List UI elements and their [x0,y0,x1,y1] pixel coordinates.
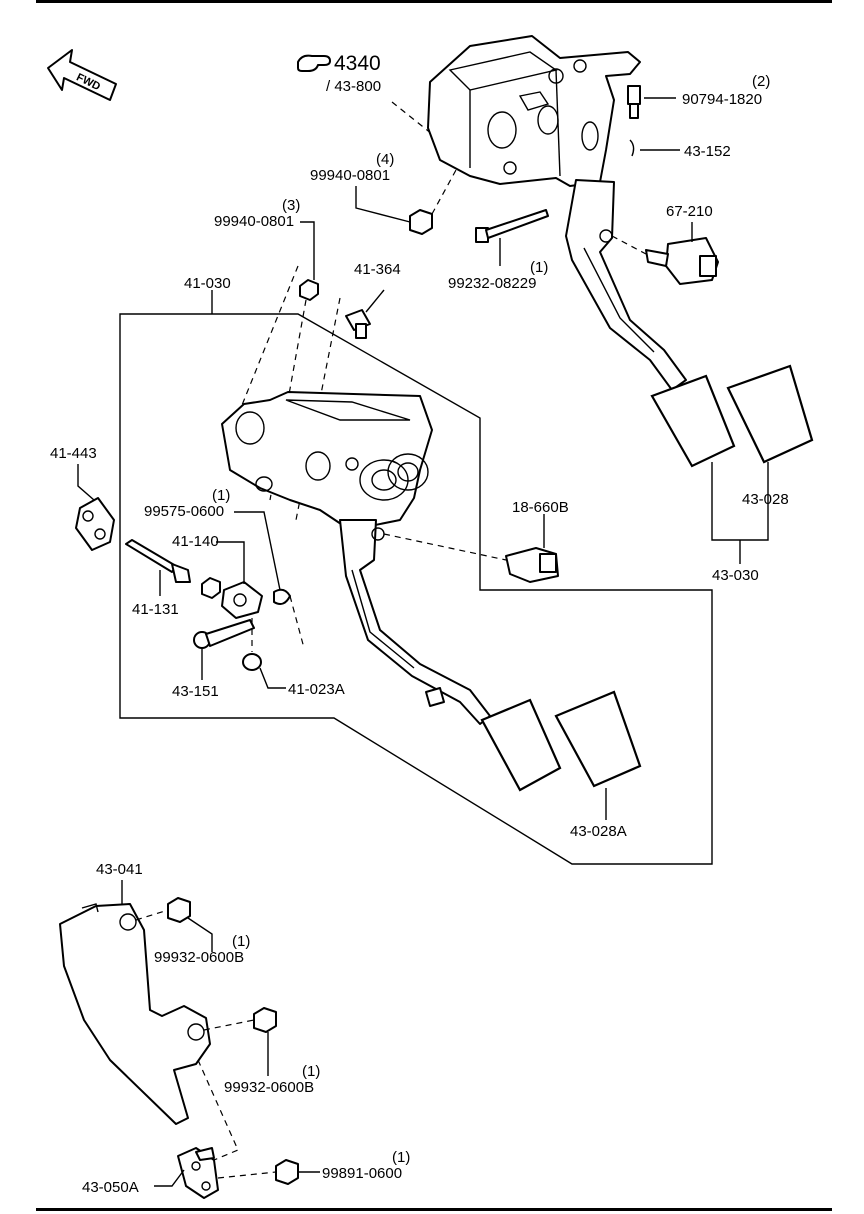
label-99940b: 99940-0801 [214,213,294,230]
label-41140: 41-140 [172,533,219,550]
nut-99940b-icon [299,279,319,301]
label-43152: 43-152 [684,143,731,160]
pointing-hand-icon [297,54,331,72]
label-43151: 43-151 [172,683,219,700]
label-90794: 90794-1820 [682,91,762,108]
label-99940a: 99940-0801 [310,167,390,184]
label-99932a: 99932-0600B [154,949,244,966]
leader-99940a [355,186,411,223]
bolt-41364-icon [345,309,371,339]
qty-99891: (1) [392,1149,410,1166]
bolt-90794-icon [627,85,641,119]
brake-pedal-bracket [427,35,641,187]
reference-leader [391,101,453,151]
label-43030: 43-030 [712,567,759,584]
leader-99575 [234,511,281,591]
pushrod-41131-icon [125,539,191,583]
leader-43050a [154,1169,185,1187]
clip-43152-icon [629,139,635,157]
clutch-pedal-arm [339,519,491,725]
pedal-cover-43041 [59,903,211,1125]
label-18660: 18-660B [512,499,569,516]
leader-41443 [77,464,95,501]
brake-pedal-pad [650,364,814,468]
brake-pedal-arm [565,179,687,391]
label-41131: 41-131 [132,601,179,618]
dash-18660 [383,533,507,561]
nut-99891-icon [275,1159,299,1185]
label-41023a: 41-023A [288,681,345,698]
clutch-switch-icon [505,547,559,583]
dash-99940a [431,169,457,215]
gasket-41443-icon [75,497,115,551]
qty-99940a: (4) [376,151,394,168]
label-99932b: 99932-0600B [224,1079,314,1096]
top-rule [36,0,832,3]
label-41030: 41-030 [184,275,231,292]
leader-41364 [365,289,385,313]
nut-99932a-icon [167,897,191,923]
dash-43050a [197,1059,239,1161]
pin-43151-icon [193,619,255,649]
bushing-41023a-icon [242,653,262,671]
clutch-pedal-bracket [221,391,433,531]
dash-99940b-a [235,265,299,421]
nut-99932b-icon [253,1007,277,1033]
leader-99932a [187,917,213,952]
assembly-41030-outline [119,313,713,865]
qty-99575: (1) [212,487,230,504]
label-99891: 99891-0600 [322,1165,402,1182]
clevis-41140-icon [221,581,263,619]
label-67210: 67-210 [666,203,713,220]
stoplight-switch-icon [645,237,719,285]
nut-small-icon [201,577,221,599]
bottom-rule [36,1208,832,1211]
leader-41140 [216,541,245,584]
label-41364: 41-364 [354,261,401,278]
clutch-pedal-pad [480,690,642,792]
nut-99940-icon [409,209,433,235]
dash-67210 [611,235,647,255]
qty-99232: (1) [530,259,548,276]
dash-99932b [203,1019,255,1031]
label-41443: 41-443 [50,445,97,462]
bolt-99232-icon [475,209,549,243]
label-99575: 99575-0600 [144,503,224,520]
dash-99891 [217,1171,277,1179]
reference-sub: / 43-800 [326,78,381,95]
qty-90794: (2) [752,73,770,90]
qty-99932a: (1) [232,933,250,950]
label-43028: 43-028 [742,491,789,508]
qty-99940b: (3) [282,197,300,214]
dash-99932a [135,909,169,921]
bracket-43050a-icon [177,1147,219,1199]
label-43050a: 43-050A [82,1179,139,1196]
reference-main: 4340 [334,52,381,75]
dash-99575 [289,595,305,649]
label-43028a: 43-028A [570,823,627,840]
label-99232: 99232-08229 [448,275,536,292]
qty-99932b: (1) [302,1063,320,1080]
forward-arrow-icon: FWD [47,49,117,101]
label-43041: 43-041 [96,861,143,878]
clip-99575-icon [273,588,291,605]
leader-99940b [300,221,315,280]
leader-41023a [259,667,286,689]
